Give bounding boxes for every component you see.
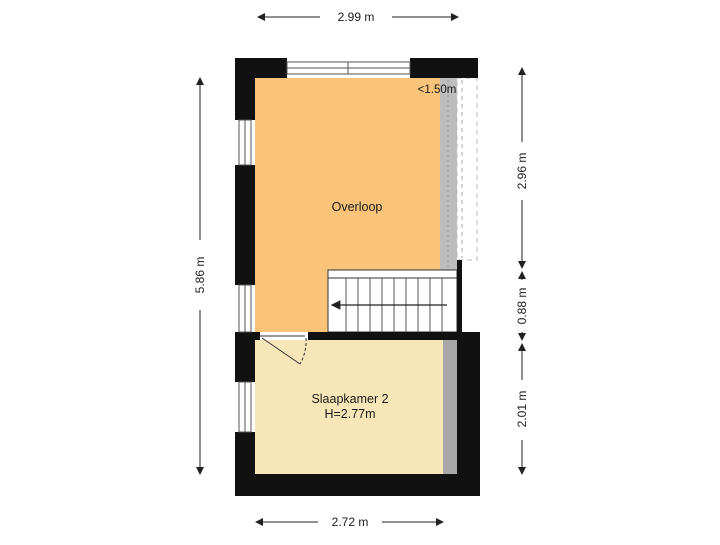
door	[260, 335, 307, 365]
low-ceiling-strip	[440, 78, 457, 270]
room-label-overloop: Overloop	[332, 200, 383, 214]
dimension-right-top-label: 2.96 m	[515, 153, 529, 190]
dimension-bottom-label: 2.72 m	[332, 515, 369, 529]
staircase	[327, 269, 458, 333]
windows	[238, 61, 411, 433]
roof-area-outline	[456, 77, 478, 261]
room-label-slaapkamer: Slaapkamer 2	[311, 392, 388, 406]
dimension-top-label: 2.99 m	[338, 10, 375, 24]
walls	[235, 58, 480, 496]
overloop-floor	[255, 78, 440, 332]
slaapkamer-low-strip	[443, 340, 457, 474]
slaapkamer-floor	[255, 340, 443, 474]
room-height-slaapkamer: H=2.77m	[324, 407, 375, 421]
low-ceiling-label: <1.50m	[418, 84, 457, 96]
dimension-right-mid-label: 0.88 m	[515, 288, 529, 325]
dimension-right-bottom-label: 2.01 m	[515, 391, 529, 428]
dimension-left-label: 5.86 m	[193, 257, 207, 294]
